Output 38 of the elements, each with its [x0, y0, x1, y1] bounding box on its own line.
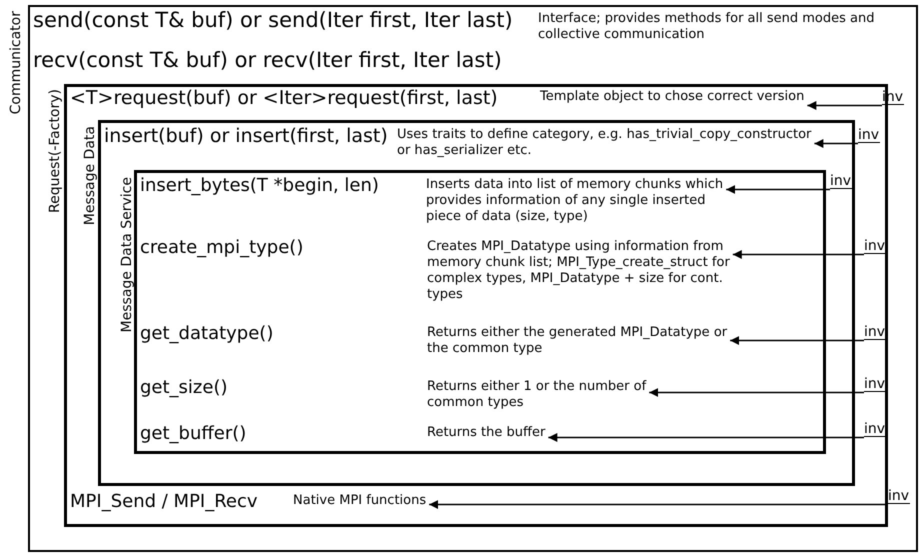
arrow	[429, 500, 888, 509]
call-label: inv	[864, 325, 886, 340]
arrow	[732, 250, 864, 259]
method-description: Inserts data into list of memory chunks which provides information of any single inserted piece of data (size, type)	[426, 177, 724, 225]
method-signature: insert(buf) or insert(first, last)	[104, 124, 388, 148]
arrow	[807, 101, 882, 110]
call-label: inv	[888, 489, 910, 504]
method-description: Creates MPI_Datatype using information from memory chunk list; MPI_Type_create_struct for complex types, MPI_Datatype + size for cont. types	[427, 239, 731, 303]
layer-label: Message Data	[82, 126, 98, 226]
layer-label: Message Data Service	[119, 177, 135, 332]
method-signature: send(const T& buf) or send(Iter first, Iter last)	[33, 8, 513, 32]
method-description: Returns either the generated MPI_Datatype or the common type	[427, 325, 728, 357]
method-signature: get_datatype()	[140, 322, 274, 346]
layer-label: Communicator	[8, 11, 24, 114]
arrow	[649, 388, 864, 397]
call-label: inv	[864, 422, 886, 437]
method-signature: get_size()	[140, 376, 228, 400]
call-label: inv	[830, 174, 852, 189]
arrow	[726, 185, 830, 194]
layer-label: Request(-Factory)	[47, 89, 63, 213]
method-description: Native MPI functions	[293, 493, 428, 509]
method-signature: insert_bytes(T *begin, len)	[140, 174, 379, 198]
arrow	[548, 433, 864, 442]
call-label: inv	[864, 377, 886, 392]
method-description: Interface; provides methods for all send modes and collective communication	[538, 11, 876, 43]
method-signature: <T>request(buf) or <Iter>request(first, last)	[70, 86, 498, 110]
method-description: Uses traits to define category, e.g. has_trivial_copy_constructor or has_serializer etc.	[397, 127, 812, 159]
method-description: Returns either 1 or the number of common types	[427, 379, 648, 411]
method-signature: create_mpi_type()	[140, 236, 304, 260]
method-signature: MPI_Send / MPI_Recv	[70, 490, 258, 514]
arrow	[814, 139, 858, 148]
method-signature: recv(const T& buf) or recv(Iter first, Iter last)	[33, 48, 502, 72]
call-label: inv	[858, 128, 880, 143]
method-signature: get_buffer()	[140, 422, 246, 446]
method-description: Template object to chose correct version	[540, 89, 806, 105]
method-description: Returns the buffer	[427, 425, 546, 441]
call-label: inv	[864, 239, 886, 254]
arrow	[730, 336, 864, 345]
